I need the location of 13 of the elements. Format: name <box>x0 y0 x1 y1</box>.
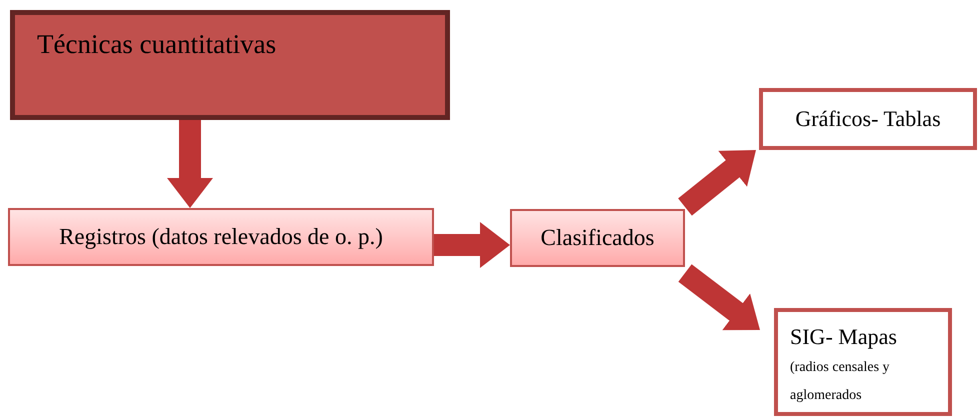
process-box <box>8 208 434 266</box>
node-label: Clasificados <box>540 225 654 251</box>
output-box <box>774 308 952 416</box>
node-note: (radios censales y aglomerados <box>790 359 891 405</box>
node-label: Técnicas cuantitativas <box>37 29 278 60</box>
block-arrow <box>167 120 213 208</box>
process-box <box>510 209 685 267</box>
node-label: Registros (datos relevados de o. p.) <box>59 224 383 250</box>
title-box <box>10 10 450 120</box>
node-label: Gráficos- Tablas <box>795 106 941 132</box>
block-arrow <box>434 222 510 268</box>
node-label: SIG- Mapas <box>790 324 898 350</box>
output-box <box>759 88 977 150</box>
